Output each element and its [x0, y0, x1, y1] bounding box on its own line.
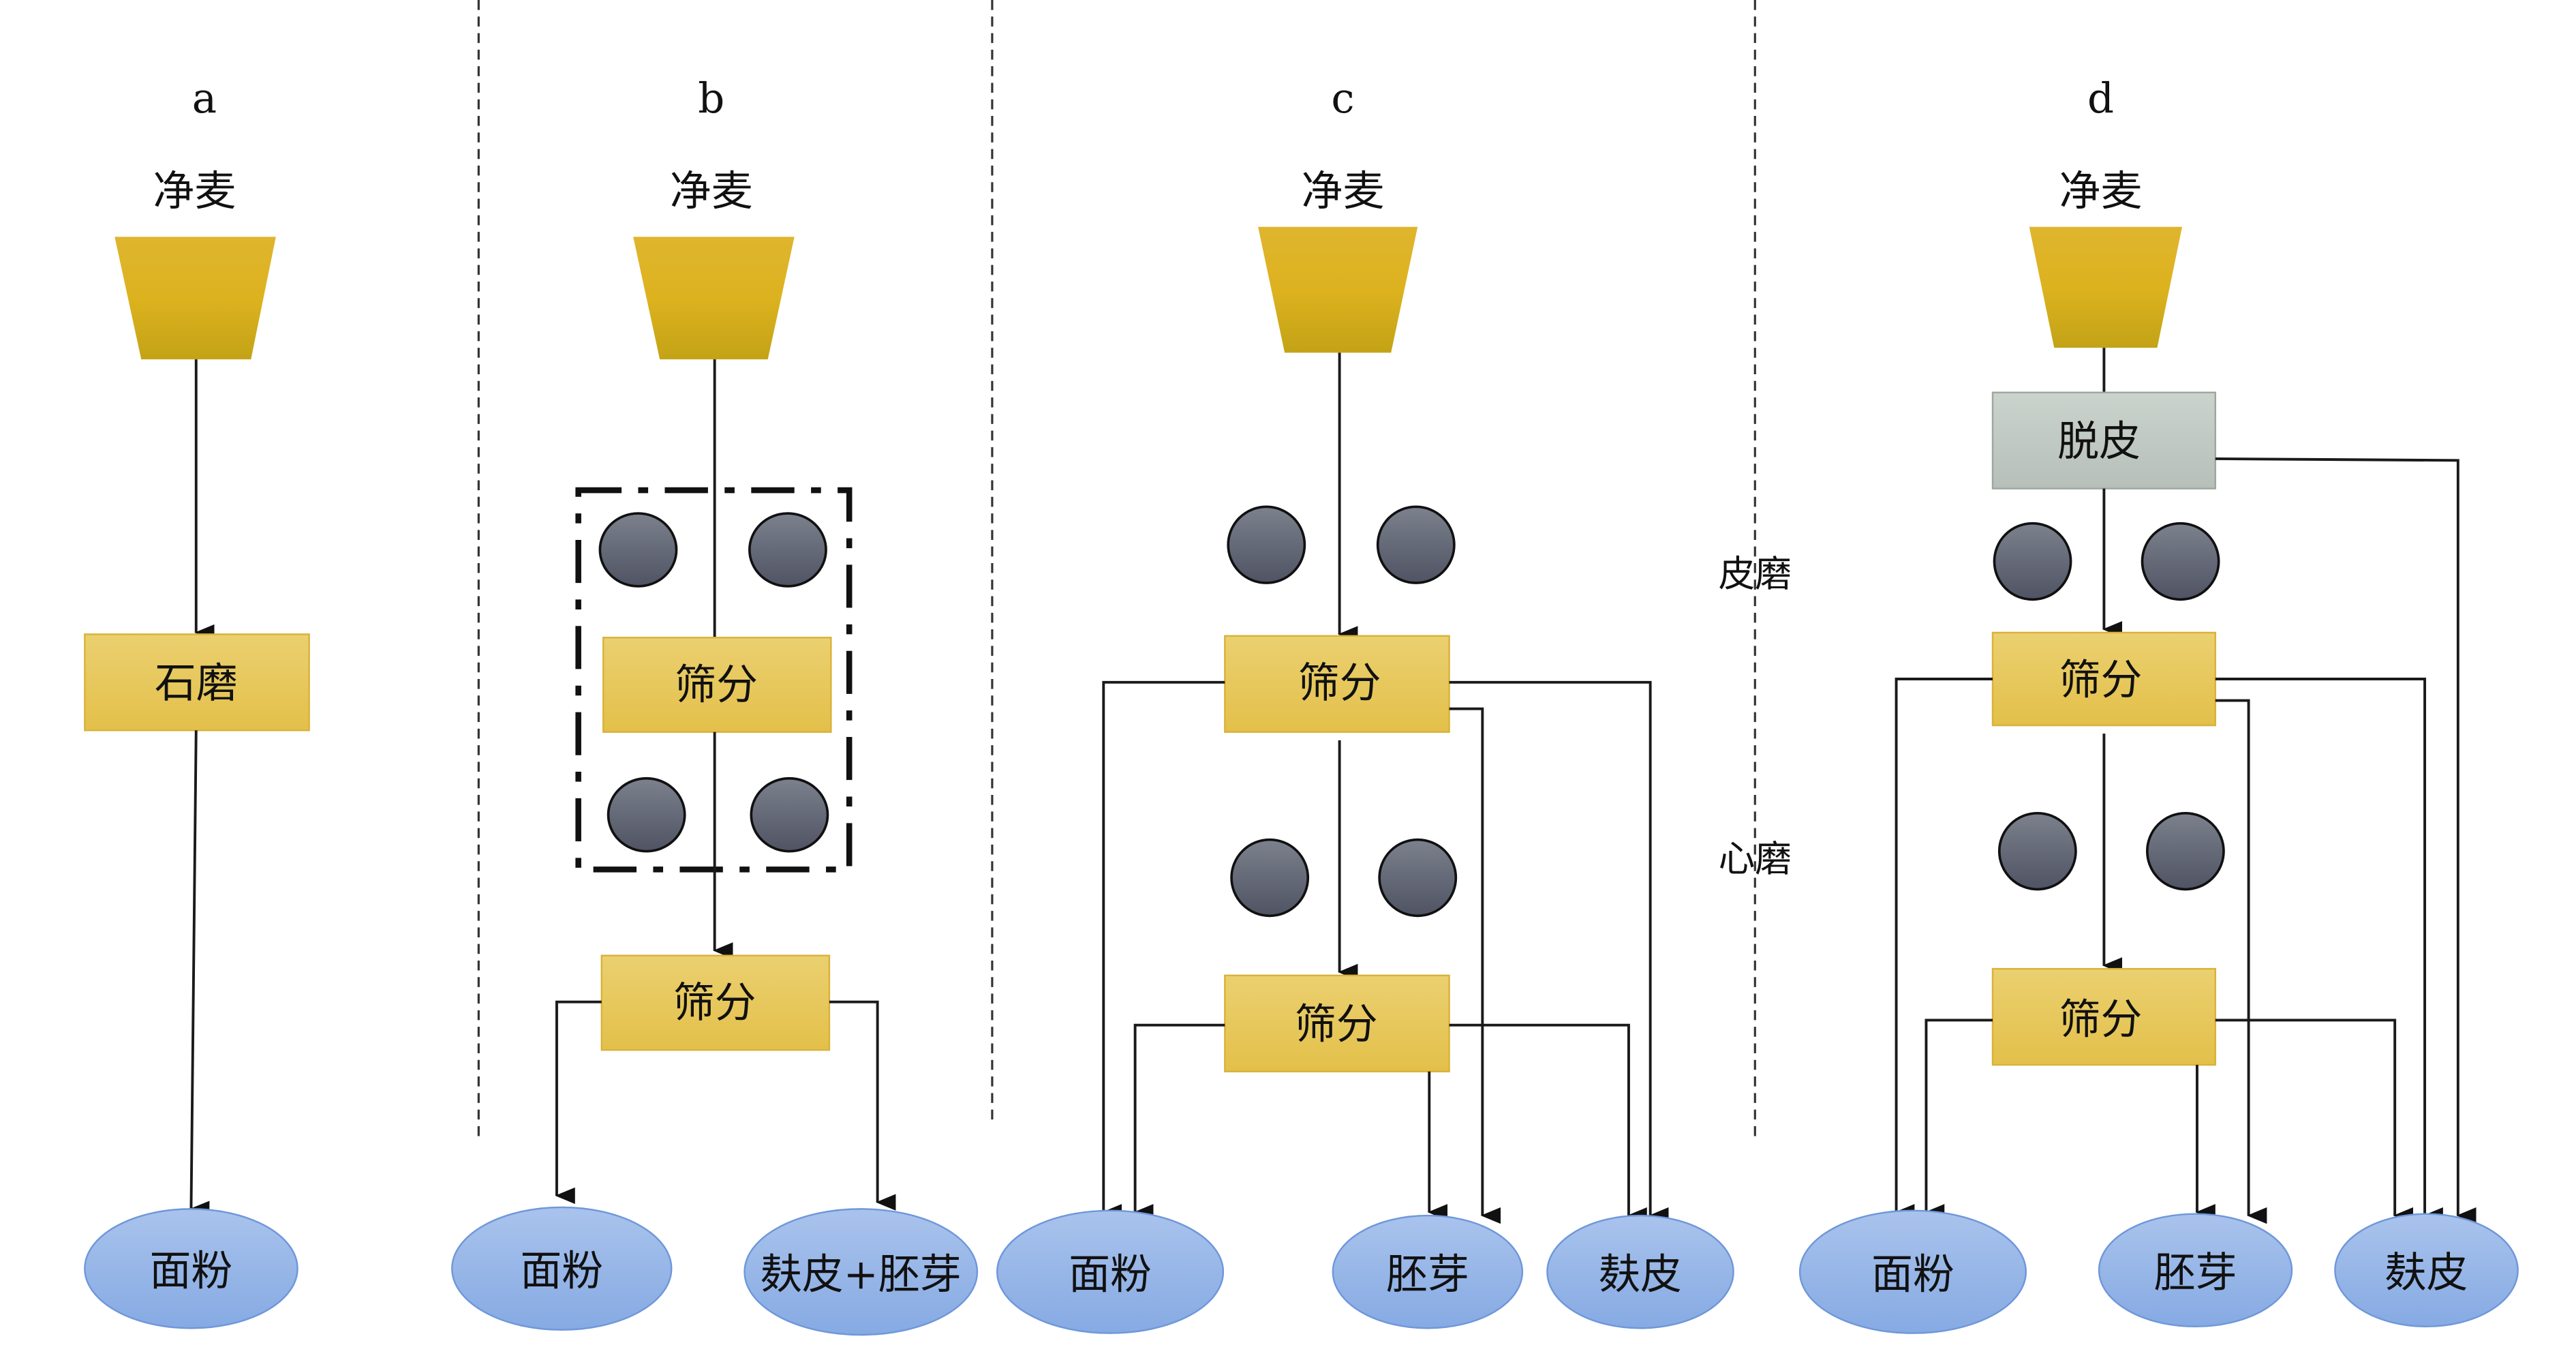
step-label: 筛分: [1295, 1001, 1378, 1048]
process-box-sieve-1: 筛分: [602, 637, 832, 733]
product-germ: 胚芽: [2098, 1213, 2293, 1328]
panel-label: a: [192, 75, 217, 123]
process-box-dehull: 脱皮: [1991, 391, 2217, 489]
roller-icon: [2141, 522, 2220, 601]
process-box-stone-mill: 石磨: [84, 633, 310, 731]
input-label: 净麦: [2059, 168, 2143, 215]
roller-icon: [1378, 838, 1458, 918]
input-label: 净麦: [1302, 168, 1385, 215]
step-label: 筛分: [2059, 996, 2143, 1044]
step-label: 脱皮: [2057, 418, 2141, 466]
product-label: 面粉: [520, 1248, 603, 1295]
hopper-icon: [633, 237, 795, 360]
roller-icon: [607, 776, 686, 853]
roller-icon: [1376, 505, 1456, 584]
step-label: 石磨: [155, 660, 238, 708]
hopper-icon: [114, 237, 276, 360]
hopper-icon: [1258, 226, 1418, 353]
product-bran-germ: 麸皮+胚芽: [743, 1208, 979, 1336]
product-bran: 麸皮: [2334, 1213, 2519, 1328]
panel-label: b: [698, 75, 724, 123]
roller-icon: [598, 512, 678, 588]
product-label: 面粉: [1871, 1251, 1954, 1299]
product-flour: 面粉: [996, 1209, 1225, 1334]
product-label: 面粉: [149, 1248, 232, 1295]
step-label: 筛分: [1298, 660, 1381, 708]
panel-label: c: [1331, 75, 1354, 123]
product-germ: 胚芽: [1332, 1214, 1524, 1329]
hopper-icon: [2029, 226, 2183, 348]
roller-icon: [1997, 811, 2077, 891]
process-box-sieve-2: 筛分: [600, 954, 831, 1051]
roller-icon: [1230, 838, 1310, 918]
panel-a: a 净麦 石磨 面粉: [84, 75, 310, 1329]
panel-b: b 净麦 筛分 筛分 面粉 麸皮+胚芽: [451, 75, 979, 1336]
process-box-sieve-1: 筛分: [1991, 631, 2217, 727]
product-flour: 面粉: [451, 1206, 673, 1331]
panel-c: c 净麦 筛分 筛分 面粉 胚芽: [996, 75, 1734, 1334]
product-label: 麸皮: [2385, 1250, 2468, 1297]
panel-d: d 净麦 脱皮 筛分 筛分 面粉: [1798, 75, 2519, 1334]
step-label: 筛分: [675, 661, 758, 709]
roller-icon: [1227, 505, 1306, 584]
process-box-sieve-1: 筛分: [1224, 635, 1450, 733]
product-flour: 面粉: [84, 1208, 298, 1329]
step-label: 筛分: [673, 980, 756, 1027]
process-box-sieve-2: 筛分: [1991, 967, 2217, 1066]
process-box-sieve-2: 筛分: [1224, 974, 1450, 1072]
product-label: 面粉: [1069, 1251, 1152, 1299]
product-flour: 面粉: [1798, 1209, 2027, 1334]
roller-icon: [2145, 811, 2225, 891]
roller-icon: [750, 776, 829, 853]
stage-label-bran-milling: 皮磨: [1719, 552, 1792, 595]
input-label: 净麦: [153, 168, 236, 215]
product-label: 胚芽: [2154, 1250, 2237, 1297]
product-label: 麸皮: [1599, 1251, 1682, 1299]
input-label: 净麦: [670, 168, 753, 215]
panel-label: d: [2087, 75, 2114, 123]
step-label: 筛分: [2059, 657, 2143, 704]
product-label: 麸皮+胚芽: [761, 1251, 962, 1299]
product-label: 胚芽: [1386, 1251, 1469, 1299]
stage-label-core-milling: 心磨: [1719, 837, 1792, 880]
product-bran: 麸皮: [1546, 1214, 1734, 1329]
roller-icon: [748, 512, 827, 588]
roller-icon: [1993, 522, 2072, 601]
